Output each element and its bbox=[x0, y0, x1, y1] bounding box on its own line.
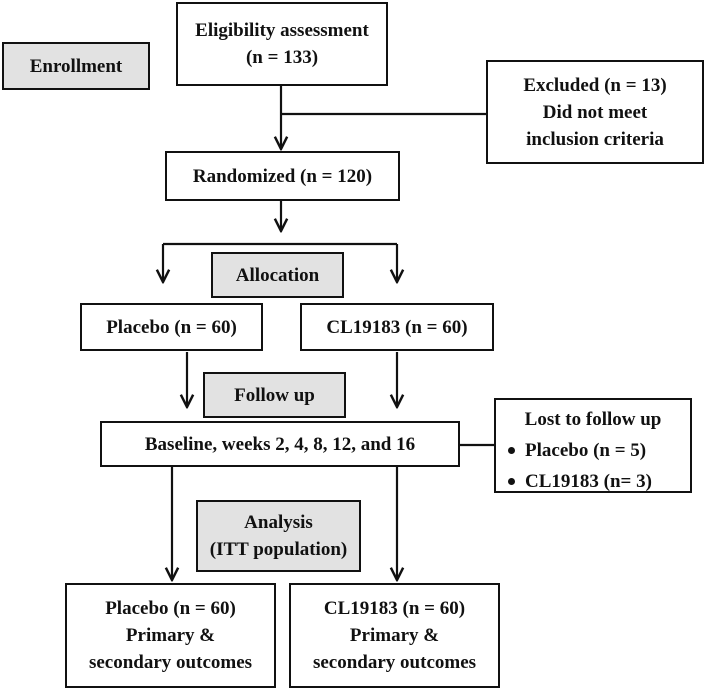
cl19183-allocation-box: CL19183 (n = 60) bbox=[300, 303, 494, 351]
follow-up-label: Follow up bbox=[234, 384, 315, 406]
lost-to-follow-up-box: Lost to follow up Placebo (n = 5) CL1918… bbox=[494, 398, 692, 493]
cl19183-final-box: CL19183 (n = 60) Primary & secondary out… bbox=[289, 583, 500, 688]
bullet-icon bbox=[508, 478, 515, 485]
analysis-title: Analysis bbox=[244, 512, 313, 533]
follow-up-box: Follow up bbox=[203, 372, 346, 418]
excluded-count: Excluded (n = 13) bbox=[523, 74, 667, 96]
cl19183-final-outcome-1: Primary & bbox=[349, 625, 440, 646]
placebo-final-outcome-2: secondary outcomes bbox=[88, 652, 253, 673]
cl19183-final-count: CL19183 (n = 60) bbox=[323, 598, 466, 619]
eligibility-assessment-box: Eligibility assessment (n = 133) bbox=[176, 2, 388, 86]
cl19183-allocation-label: CL19183 (n = 60) bbox=[326, 316, 468, 338]
excluded-reason-2: inclusion criteria bbox=[526, 128, 664, 150]
enrollment-box: Enrollment bbox=[2, 42, 150, 90]
lost-item-placebo: Placebo (n = 5) bbox=[525, 440, 647, 461]
list-item: CL19183 (n= 3) bbox=[496, 468, 690, 495]
enrollment-label: Enrollment bbox=[29, 55, 123, 77]
lost-title: Lost to follow up bbox=[524, 409, 662, 430]
randomized-label: Randomized (n = 120) bbox=[192, 165, 373, 187]
allocation-label: Allocation bbox=[235, 264, 320, 286]
placebo-allocation-label: Placebo (n = 60) bbox=[106, 316, 237, 338]
lost-item-cl19183: CL19183 (n= 3) bbox=[525, 471, 652, 492]
baseline-box: Baseline, weeks 2, 4, 8, 12, and 16 bbox=[100, 421, 460, 467]
placebo-allocation-box: Placebo (n = 60) bbox=[80, 303, 263, 351]
baseline-label: Baseline, weeks 2, 4, 8, 12, and 16 bbox=[144, 433, 416, 455]
placebo-final-outcome-1: Primary & bbox=[125, 625, 216, 646]
excluded-box: Excluded (n = 13) Did not meet inclusion… bbox=[486, 60, 704, 164]
allocation-box: Allocation bbox=[211, 252, 344, 298]
analysis-box: Analysis (ITT population) bbox=[196, 500, 361, 572]
analysis-population: (ITT population) bbox=[209, 539, 348, 560]
eligibility-title: Eligibility assessment bbox=[195, 20, 369, 41]
list-item: Placebo (n = 5) bbox=[496, 437, 690, 464]
randomized-box: Randomized (n = 120) bbox=[165, 151, 400, 201]
eligibility-count: (n = 133) bbox=[245, 47, 319, 68]
bullet-icon bbox=[508, 447, 515, 454]
placebo-final-box: Placebo (n = 60) Primary & secondary out… bbox=[65, 583, 276, 688]
cl19183-final-outcome-2: secondary outcomes bbox=[312, 652, 477, 673]
excluded-reason-1: Did not meet bbox=[542, 101, 648, 123]
placebo-final-count: Placebo (n = 60) bbox=[105, 598, 236, 619]
